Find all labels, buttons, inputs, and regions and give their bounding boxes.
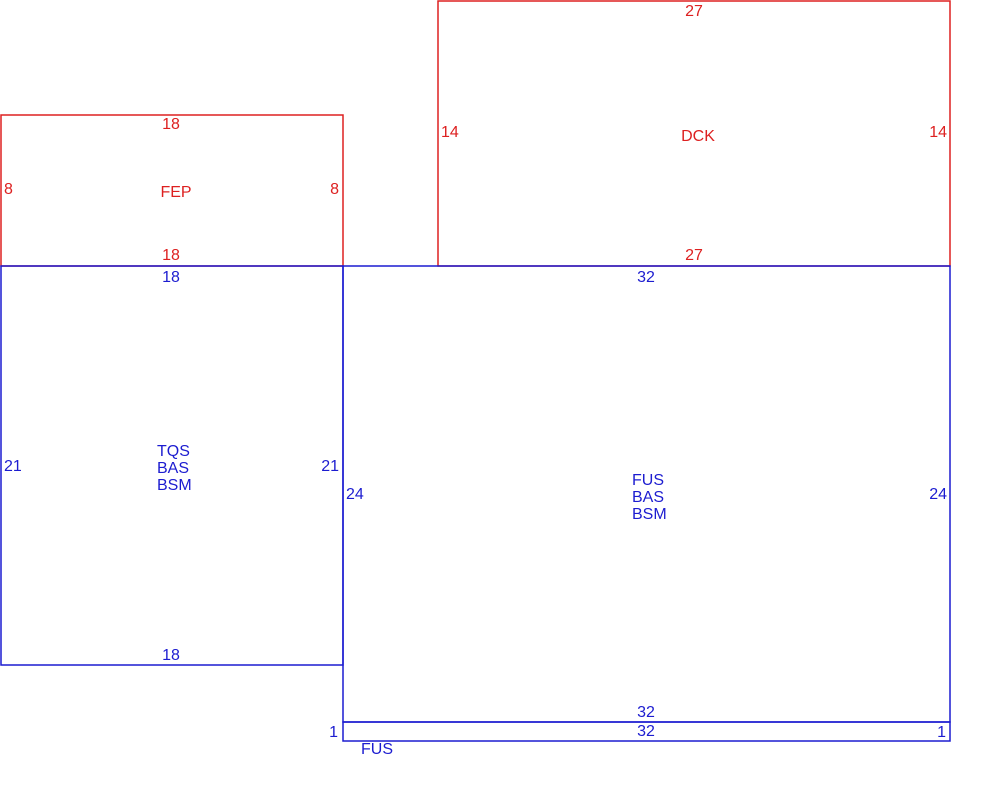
area-tqs-top-dimension: 18 — [162, 269, 180, 286]
area-dck-right-dimension: 14 — [929, 124, 947, 141]
area-fus-main-code-2: BAS — [632, 489, 664, 506]
area-fus-main-left-dimension: 24 — [346, 486, 364, 503]
area-fus-main-bottom-dimension: 32 — [637, 704, 655, 721]
area-fus-strip: 32 1 1 FUS — [329, 721, 951, 758]
area-tqs-code-2: BAS — [157, 460, 189, 477]
area-tqs-right-dimension: 21 — [321, 458, 339, 475]
area-fep-left-dimension: 8 — [4, 181, 13, 198]
area-fus-main-code-1: FUS — [632, 472, 664, 489]
area-dck-bottom-dimension: 27 — [685, 247, 703, 264]
area-fus-strip-outline — [342, 721, 951, 742]
area-fus-main-right-dimension: 24 — [929, 486, 947, 503]
area-fus-strip-left-dimension: 1 — [329, 724, 338, 741]
area-fus-main-top-dimension: 32 — [637, 269, 655, 286]
area-fep-top-dimension: 18 — [162, 116, 180, 133]
area-tqs-code-3: BSM — [157, 477, 192, 494]
area-fus-main-code-3: BSM — [632, 506, 667, 523]
area-dck-left-dimension: 14 — [441, 124, 459, 141]
area-fus-main: 32 32 24 24 FUS BAS BSM — [342, 265, 951, 723]
area-fus-strip-right-dimension: 1 — [937, 724, 946, 741]
area-fep-right-dimension: 8 — [330, 181, 339, 198]
area-fus-strip-top-dimension: 32 — [637, 723, 655, 740]
area-dck: 27 27 14 14 DCK — [437, 0, 951, 267]
area-fep-label: FEP — [160, 184, 191, 201]
area-dck-label: DCK — [681, 128, 715, 145]
area-tqs-left-dimension: 21 — [4, 458, 22, 475]
area-tqs-code-1: TQS — [157, 443, 190, 460]
area-dck-top-dimension: 27 — [685, 3, 703, 20]
area-tqs: 18 18 21 21 TQS BAS BSM — [0, 265, 344, 666]
area-fep-bottom-dimension: 18 — [162, 247, 180, 264]
area-fus-strip-label: FUS — [361, 741, 393, 758]
area-fep: 18 18 8 8 FEP — [0, 114, 344, 267]
area-tqs-bottom-dimension: 18 — [162, 647, 180, 664]
